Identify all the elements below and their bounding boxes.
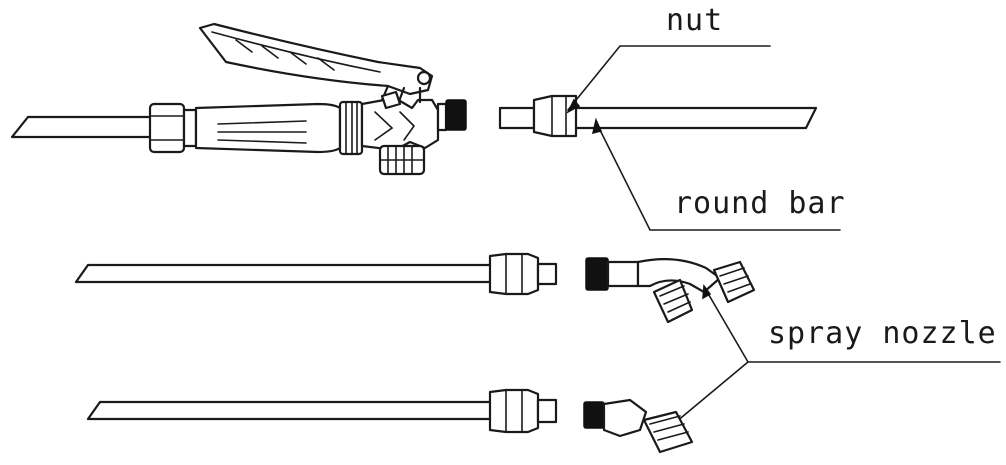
round-bar-with-nut: [498, 94, 818, 138]
spray-nozzle-leader: [660, 283, 1001, 438]
single-spray-nozzle: [583, 398, 694, 454]
label-spray-nozzle: spray nozzle: [768, 316, 997, 351]
label-round-bar: round bar: [674, 186, 846, 221]
spray-gun-handle-assembly: [10, 22, 467, 176]
nut-leader: [566, 45, 771, 114]
lance-with-nut-middle: [74, 252, 558, 296]
label-nut: nut: [666, 3, 723, 38]
double-spray-nozzle: [585, 257, 756, 324]
lance-with-nut-bottom: [86, 388, 558, 434]
round-bar-leader: [591, 117, 841, 231]
